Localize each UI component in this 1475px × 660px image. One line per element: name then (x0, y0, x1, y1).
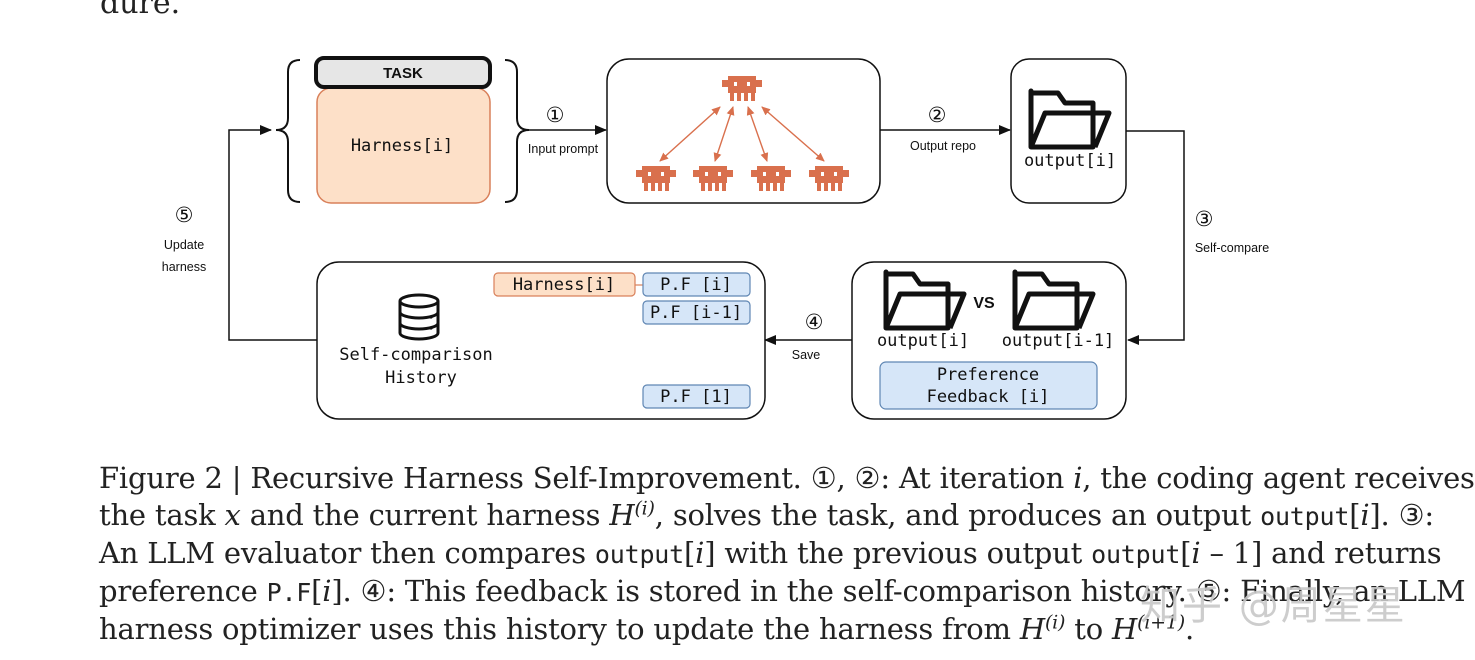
left-brace (275, 59, 301, 203)
step3-number: ③ (1195, 208, 1214, 231)
top-text-fragment: dure. (100, 0, 181, 21)
caption-line-3: An LLM evaluator then compares output[i]… (99, 536, 1442, 570)
step2-label: Output repo (910, 139, 976, 153)
pf-i-minus-1-box[interactable] (642, 300, 751, 325)
step3-label: Self-compare (1195, 241, 1269, 255)
diagram: Harness[i] TASK ① Input prompt ② Output … (162, 56, 1269, 420)
step1-label: Input prompt (528, 142, 599, 156)
caption-line-4: preference P.F[i]. ④: This feedback is s… (99, 574, 1466, 608)
preference-line1: Preference (937, 365, 1039, 385)
step2-number: ② (928, 104, 947, 127)
history-line2: History (385, 368, 457, 388)
pf-i-box[interactable] (642, 272, 751, 297)
pf-1-label: P.F [1] (660, 387, 732, 407)
coding-agent-box[interactable] (606, 58, 881, 204)
output-label: output[i] (1024, 151, 1116, 171)
caption-line-5: harness optimizer uses this history to u… (99, 611, 1195, 646)
caption-line-1: Figure 2 | Recursive Harness Self-Improv… (99, 461, 1475, 495)
agent-link-4 (761, 106, 825, 162)
step5-line2: harness (162, 260, 206, 274)
caption-line-2: the task x and the current harness H(i),… (99, 497, 1434, 532)
figure-caption: Figure 2 | Recursive Harness Self-Improv… (99, 460, 1475, 648)
task-box[interactable] (314, 56, 492, 89)
step5-line1: Update (164, 238, 204, 252)
compare-right-label: output[i-1] (1002, 331, 1115, 351)
step4-label: Save (792, 348, 821, 362)
arrow-self-compare (1126, 130, 1185, 345)
harness-label: Harness[i] (351, 136, 453, 156)
agent-link-1 (659, 106, 721, 162)
right-brace (504, 59, 530, 203)
watermark: 知乎 @周星星 (1140, 583, 1407, 629)
pf-i-minus-1-label: P.F [i-1] (650, 303, 742, 323)
step1-number: ① (546, 104, 565, 127)
database-icon (398, 293, 440, 341)
output-box[interactable] (1010, 58, 1127, 204)
history-harness-label: Harness[i] (513, 275, 615, 295)
agent-link-2 (713, 106, 735, 162)
preference-feedback-box[interactable] (879, 361, 1098, 410)
pf-1-box[interactable] (642, 384, 751, 409)
preference-line2: Feedback [i] (927, 387, 1050, 407)
compare-left-label: output[i] (877, 331, 969, 351)
task-label: TASK (383, 65, 423, 82)
arrow-update-harness (228, 125, 317, 341)
vs-label: VS (973, 295, 995, 312)
step4-number: ④ (805, 311, 824, 334)
step5-number: ⑤ (175, 204, 194, 227)
history-line1: Self-comparison (339, 345, 493, 365)
pf-i-label: P.F [i] (660, 275, 732, 295)
